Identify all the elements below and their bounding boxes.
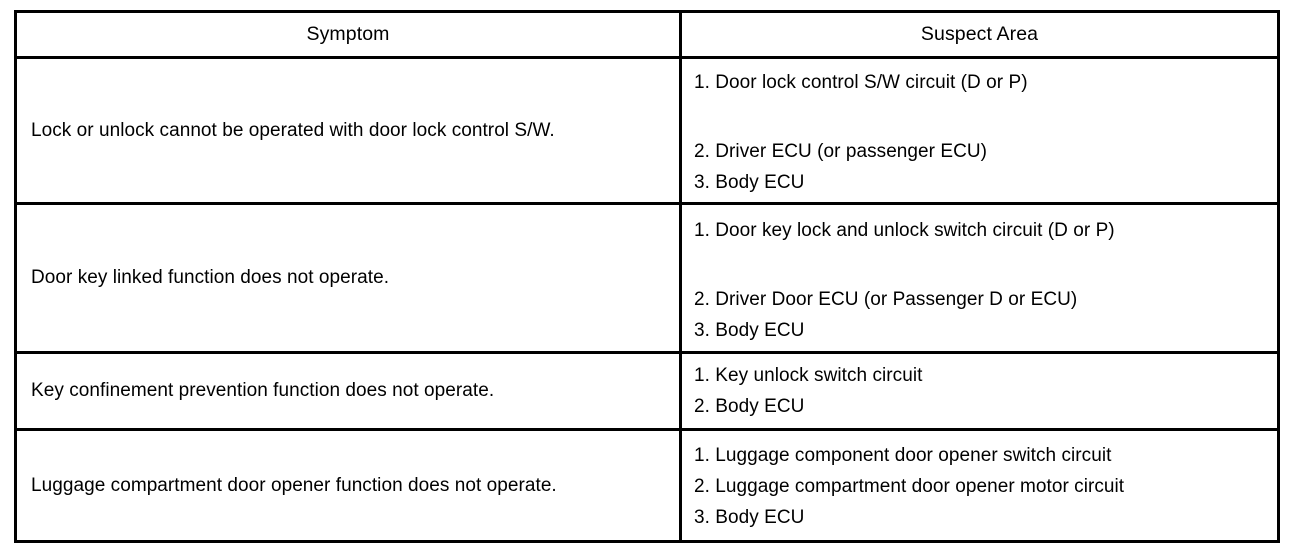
table-row: Lock or unlock cannot be operated with d… bbox=[14, 56, 1280, 205]
suspect-area-item: 2. Driver ECU (or passenger ECU) bbox=[694, 141, 988, 162]
suspect-area-list: 1. Luggage component door opener switch … bbox=[682, 434, 1277, 537]
column-header-symptom: Symptom bbox=[14, 10, 682, 59]
column-header-symptom-label: Symptom bbox=[306, 22, 390, 45]
symptom-text: Luggage compartment door opener function… bbox=[31, 474, 557, 496]
suspect-area-item: 1. Door lock control S/W circuit (D or P… bbox=[694, 72, 1028, 93]
symptom-text: Lock or unlock cannot be operated with d… bbox=[31, 119, 555, 141]
column-header-suspect-area: Suspect Area bbox=[679, 10, 1280, 59]
suspect-area-list: 1. Door lock control S/W circuit (D or P… bbox=[682, 59, 1277, 202]
table-header-row: Symptom Suspect Area bbox=[14, 10, 1280, 59]
suspect-area-item: 2. Body ECU bbox=[694, 396, 805, 417]
symptom-cell: Key confinement prevention function does… bbox=[14, 351, 682, 431]
table-row: Luggage compartment door opener function… bbox=[14, 428, 1280, 543]
suspect-area-item: 1. Door key lock and unlock switch circu… bbox=[694, 219, 1115, 241]
suspect-area-cell: 1. Luggage component door opener switch … bbox=[679, 428, 1280, 543]
suspect-area-cell: 1. Door key lock and unlock switch circu… bbox=[679, 202, 1280, 354]
table-header: Symptom Suspect Area bbox=[14, 10, 1280, 59]
column-header-suspect-area-label: Suspect Area bbox=[920, 22, 1039, 45]
suspect-area-item: 3. Body ECU bbox=[694, 319, 805, 341]
suspect-area-item: 1. Luggage component door opener switch … bbox=[694, 445, 1112, 466]
table-row: Door key linked function does not operat… bbox=[14, 202, 1280, 354]
suspect-area-item: 1. Key unlock switch circuit bbox=[694, 365, 923, 386]
suspect-area-cell: 1. Door lock control S/W circuit (D or P… bbox=[679, 56, 1280, 205]
suspect-area-list: 1. Key unlock switch circuit 2. Body ECU bbox=[682, 356, 1277, 426]
symptom-cell: Lock or unlock cannot be operated with d… bbox=[14, 56, 682, 205]
suspect-area-item: 2. Driver Door ECU (or Passenger D or EC… bbox=[694, 288, 1078, 310]
suspect-area-item: 3. Body ECU bbox=[694, 172, 805, 193]
symptom-cell: Luggage compartment door opener function… bbox=[14, 428, 682, 543]
symptom-text: Door key linked function does not operat… bbox=[31, 267, 390, 289]
suspect-area-list: 1. Door key lock and unlock switch circu… bbox=[682, 207, 1277, 350]
table-row: Key confinement prevention function does… bbox=[14, 351, 1280, 431]
table-body: Lock or unlock cannot be operated with d… bbox=[14, 56, 1280, 543]
symptom-cell: Door key linked function does not operat… bbox=[14, 202, 682, 354]
suspect-area-cell: 1. Key unlock switch circuit 2. Body ECU bbox=[679, 351, 1280, 431]
troubleshooting-table: Symptom Suspect Area Lock or unlock cann… bbox=[14, 10, 1280, 543]
symptom-text: Key confinement prevention function does… bbox=[31, 380, 495, 402]
suspect-area-item: 2. Luggage compartment door opener motor… bbox=[694, 476, 1125, 497]
suspect-area-item: 3. Body ECU bbox=[694, 507, 805, 528]
